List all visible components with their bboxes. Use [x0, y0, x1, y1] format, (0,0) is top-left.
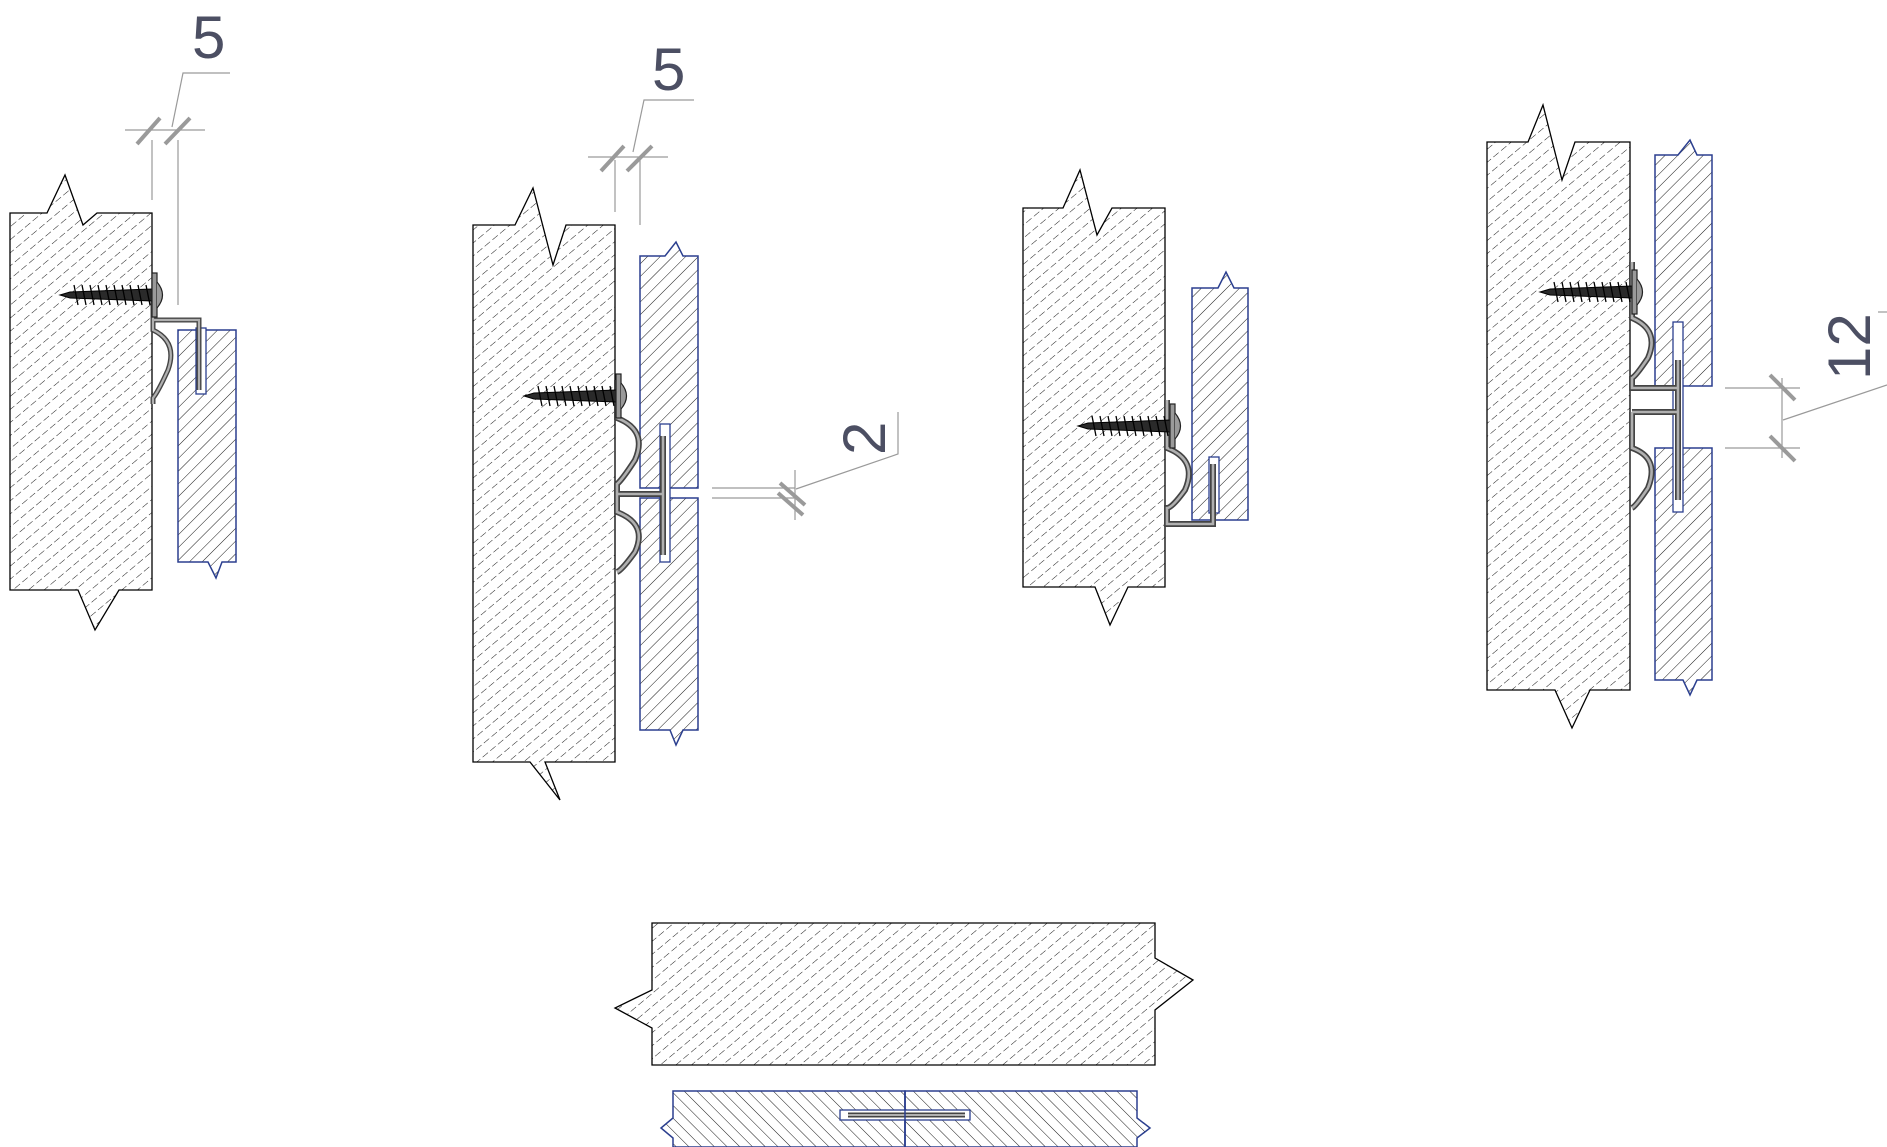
dimension-value: 12 — [1816, 313, 1883, 380]
panel-upper-section — [639, 240, 699, 489]
wall-section — [1486, 102, 1631, 730]
panel-plan-right-section — [904, 1090, 1152, 1147]
dimension-joint — [1725, 311, 1887, 463]
detail-2: 5 2 — [472, 36, 899, 801]
detail-1: 5 — [9, 4, 237, 632]
dimension-gap — [125, 72, 230, 305]
dimension-value: 5 — [192, 4, 225, 71]
panel-lower-section — [1654, 447, 1713, 697]
panel-section — [177, 329, 237, 580]
panel-lower-section — [639, 497, 699, 747]
dimension-value: 5 — [652, 36, 685, 103]
wall-section — [472, 186, 616, 801]
wall-section — [1022, 168, 1166, 627]
dimension-gap — [588, 99, 694, 225]
wall-section — [9, 173, 153, 632]
detail-5 — [613, 922, 1195, 1147]
dimension-joint — [712, 412, 899, 520]
wall-plan-section — [613, 922, 1195, 1066]
panel-section — [1191, 270, 1249, 521]
detail-3 — [1022, 168, 1249, 627]
dimension-value: 2 — [831, 422, 898, 455]
detail-4: 12 — [1486, 102, 1887, 730]
